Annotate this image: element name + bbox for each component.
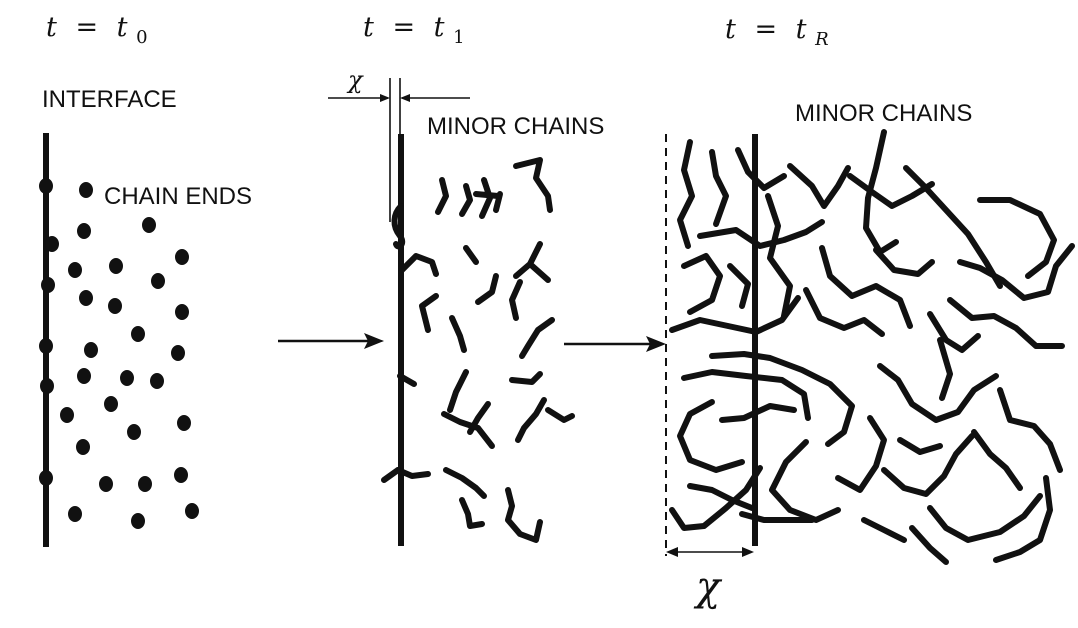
svg-text:t = t R: t = t R: [725, 14, 829, 50]
svg-text:t = t 1: t = t 1: [363, 12, 465, 48]
time-label-tR: t = t R: [725, 14, 829, 50]
chi-small-dimension: χ: [328, 66, 470, 222]
chi-small-label: χ: [346, 66, 364, 94]
interface-label: INTERFACE: [42, 86, 177, 113]
arrow-t0-to-t1: [278, 333, 384, 349]
time-label-t1: t = t 1: [363, 12, 465, 48]
time-label-t0: t = t 0: [46, 12, 148, 48]
chain-end-dots: [39, 178, 199, 529]
chi-large-dimension: χ: [666, 547, 754, 610]
svg-text:t = t 0: t = t 0: [46, 12, 148, 48]
arrow-t1-to-tR: [564, 336, 666, 352]
chain-ends-label: CHAIN ENDS: [104, 183, 252, 210]
minor-chains-label-tR: MINOR CHAINS: [795, 100, 972, 127]
entangled-chains-tR: [669, 129, 1075, 565]
chi-large-label: χ: [693, 564, 723, 610]
minor-chains-label-t1: MINOR CHAINS: [427, 113, 604, 140]
minor-chains-t1: [381, 157, 575, 543]
